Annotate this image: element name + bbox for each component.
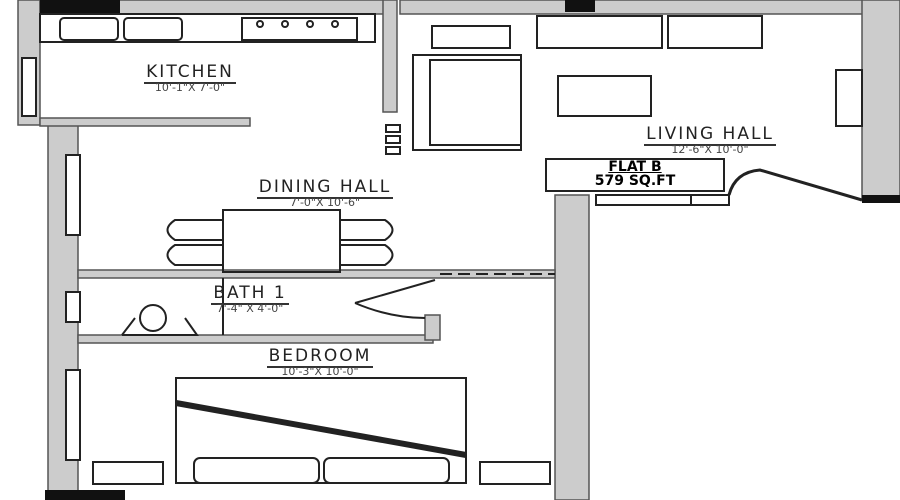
flat-title: FLAT B	[608, 159, 662, 175]
kitchen-size: 10'-1"X 7'-0"	[154, 81, 226, 94]
bath-size: 7'-4" X 4'-0"	[216, 302, 284, 315]
dining-table	[166, 209, 394, 273]
wall-dark-segments	[40, 0, 900, 500]
flat-area: 579 SQ.FT	[594, 173, 676, 189]
bedroom-label: BEDROOM 10'-3"X 10'-0"	[220, 346, 420, 378]
bedroom-size: 10'-3"X 10'-0"	[281, 365, 359, 378]
living-name: LIVING HALL	[644, 124, 776, 146]
windows	[21, 57, 863, 461]
bath-name: BATH 1	[211, 283, 289, 305]
bath-fixtures	[121, 273, 555, 336]
dining-label: DINING HALL 7'-0"X 10'-6"	[200, 177, 450, 209]
living-label: LIVING HALL 12'-6"X 10'-0"	[590, 124, 830, 156]
kitchen-name: KITCHEN	[144, 62, 236, 84]
dining-name: DINING HALL	[256, 177, 394, 199]
flat-badge: FLAT B 579 SQ.FT	[545, 158, 725, 192]
living-furniture	[385, 15, 863, 206]
kitchen-counter	[39, 13, 376, 43]
dining-size: 7'-0"X 10'-6"	[289, 196, 361, 209]
living-size: 12'-6"X 10'-0"	[671, 143, 749, 156]
kitchen-label: KITCHEN 10'-1"X 7'-0"	[100, 62, 280, 94]
bedroom-name: BEDROOM	[266, 346, 374, 368]
bath-label: BATH 1 7'-4" X 4'-0"	[180, 283, 320, 315]
bed	[92, 377, 551, 485]
